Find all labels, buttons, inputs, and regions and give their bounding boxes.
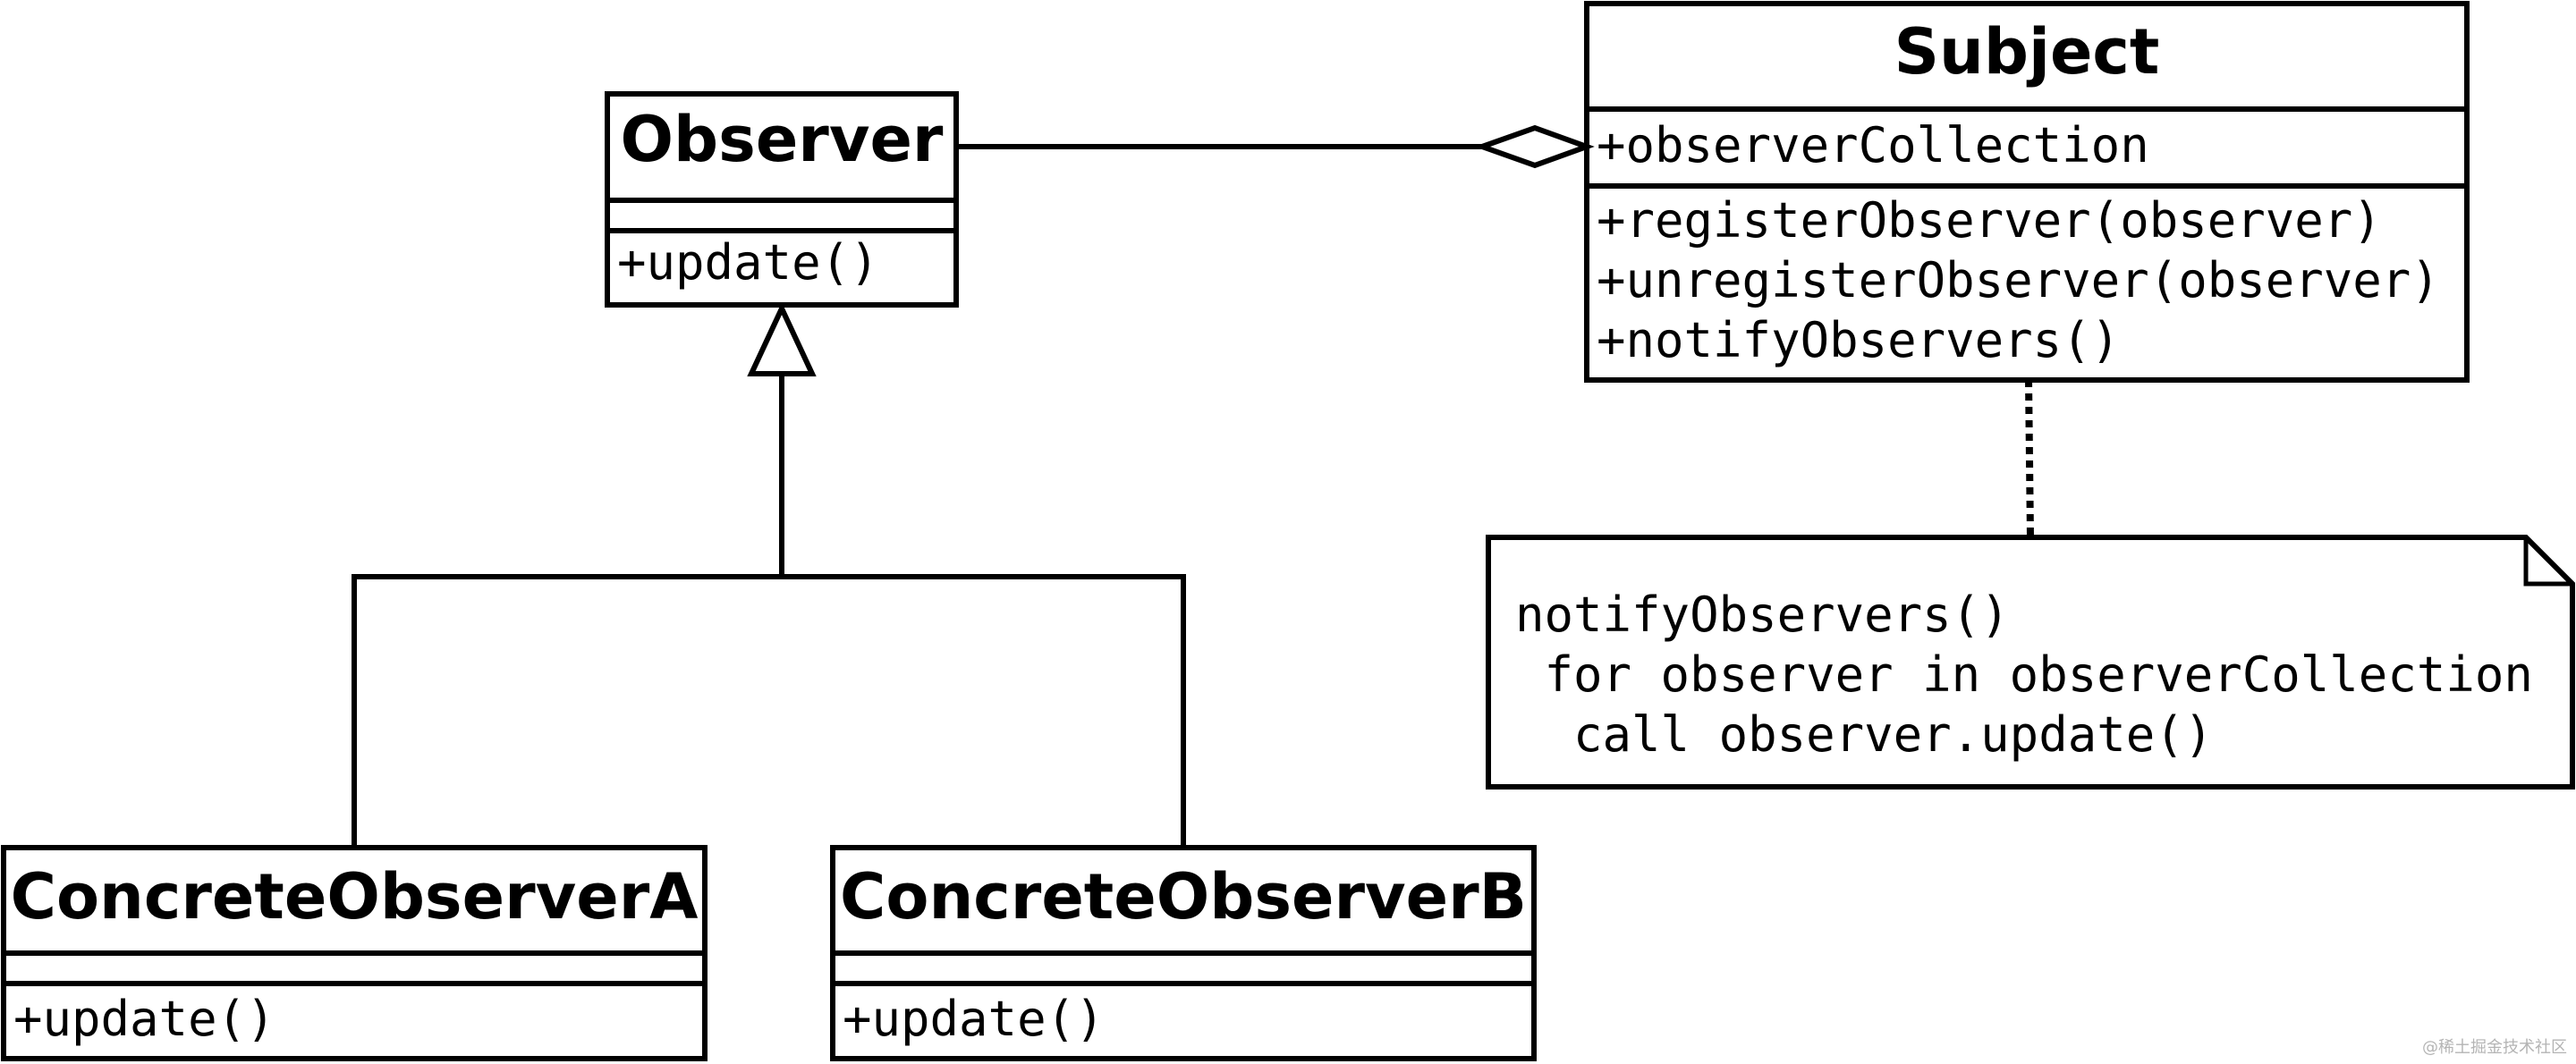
note-line-2: for observer in observerCollection — [1515, 646, 2533, 703]
note-anchor-line — [2025, 379, 2034, 538]
generalization-triangle — [747, 301, 817, 376]
subject-class: Subject +observerCollection +registerObs… — [1584, 1, 2470, 383]
generalization-relationship — [352, 301, 1186, 848]
aggregation-relationship — [956, 124, 1595, 169]
subject-attribute: +observerCollection — [1597, 117, 2149, 173]
subject-box — [1584, 1, 2470, 383]
observer-operation: +update() — [617, 234, 879, 291]
subject-operation-unregister: +unregisterObserver(observer) — [1597, 252, 2440, 308]
aggregation-diamond — [1474, 124, 1595, 169]
concrete-observer-a-class: ConcreteObserverA +update() — [1, 845, 708, 1061]
note: notifyObservers() for observer in observ… — [1486, 535, 2575, 790]
subject-class-name: Subject — [1894, 15, 2160, 89]
observer-class: Observer +update() — [605, 91, 959, 308]
note-line-3: call observer.update() — [1515, 706, 2213, 763]
watermark: @稀土掘金技术社区 — [2422, 1038, 2567, 1057]
subject-operation-register: +registerObserver(observer) — [1597, 192, 2382, 249]
concrete-observer-b-operation: +update() — [843, 991, 1105, 1047]
note-shape — [1486, 535, 2575, 790]
note-folded-corner — [2523, 537, 2572, 587]
note-line-1: notifyObservers() — [1515, 587, 2010, 643]
concrete-observer-a-name: ConcreteObserverA — [11, 860, 699, 933]
observer-class-name: Observer — [621, 103, 944, 176]
concrete-observer-a-operation: +update() — [13, 991, 275, 1047]
subject-operation-notify: +notifyObservers() — [1597, 312, 2120, 368]
generalization-branches — [352, 574, 1186, 848]
concrete-observer-b-name: ConcreteObserverB — [840, 860, 1527, 933]
concrete-observer-b-class: ConcreteObserverB +update() — [830, 845, 1537, 1061]
